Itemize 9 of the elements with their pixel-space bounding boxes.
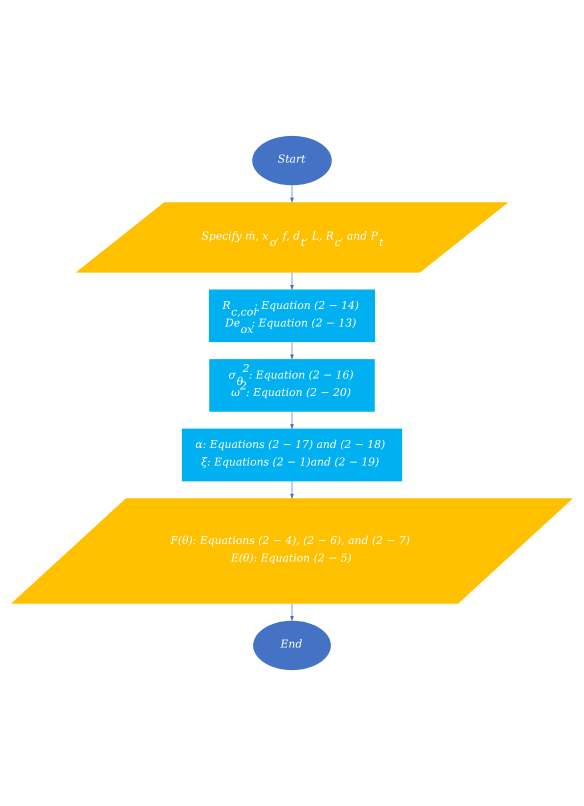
node-ellipse: Start	[252, 136, 332, 186]
arrow	[290, 342, 294, 360]
node-box: α: Equations (2 − 17) and (2 − 18) ξ: Equations (2 − 1)and (2 − 19)	[182, 428, 402, 482]
node-ellipse: End	[253, 620, 331, 670]
arrow	[290, 481, 294, 500]
arrow	[290, 604, 294, 622]
arrow	[290, 412, 294, 430]
arrow	[290, 185, 294, 204]
arrow	[290, 272, 294, 290]
